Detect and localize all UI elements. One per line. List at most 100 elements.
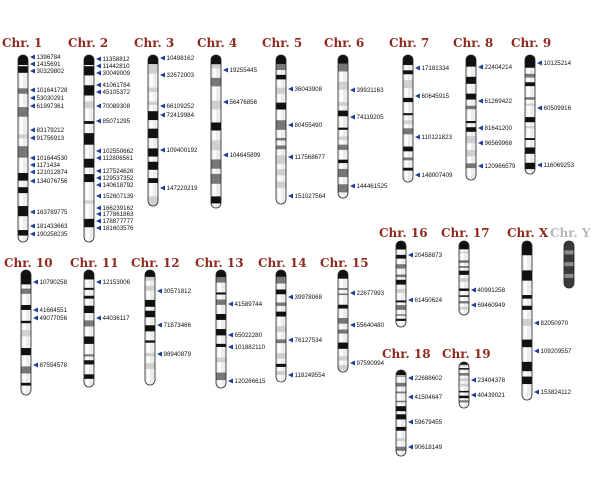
locus-marker: 69460949: [471, 302, 506, 309]
locus-marker: 74119205: [350, 114, 384, 121]
locus-label: 120966579: [485, 163, 517, 170]
locus-marker: 72419984: [160, 112, 195, 119]
locus-label: 65022280: [235, 332, 263, 339]
arrow-left-icon: [160, 72, 165, 78]
locus-label: 110121823: [422, 134, 453, 141]
arrow-left-icon: [478, 98, 483, 104]
chromosome-body: [338, 270, 348, 372]
locus-label: 109400192: [167, 147, 199, 154]
locus-label: 71873466: [164, 322, 192, 329]
locus-label: 153824112: [541, 389, 572, 396]
locus-marker: 85071295: [96, 118, 131, 125]
arrow-left-icon: [160, 103, 165, 109]
arrow-left-icon: [350, 360, 355, 366]
locus-marker: 56476856: [223, 99, 258, 106]
arrow-left-icon: [350, 87, 355, 93]
chromosome-body: [459, 241, 469, 315]
locus-marker: 181433663: [30, 223, 68, 230]
arrow-left-icon: [288, 122, 293, 128]
chromosome-title: Chr. 11: [70, 256, 119, 270]
locus-label: 49077056: [40, 315, 68, 322]
chromosome-title: Chr. 1: [2, 36, 42, 50]
arrow-left-icon: [223, 152, 228, 158]
arrow-left-icon: [96, 218, 101, 224]
locus-marker: 61269422: [478, 98, 513, 105]
locus-marker: 23404378: [471, 377, 506, 384]
arrow-left-icon: [537, 60, 542, 66]
locus-marker: 87554578: [33, 362, 68, 369]
arrow-left-icon: [408, 375, 413, 381]
locus-marker: 110121823: [415, 134, 453, 141]
chromosome-title: Chr. 3: [134, 36, 174, 50]
chromosome-body: [525, 55, 535, 174]
locus-label: 140618792: [103, 182, 135, 189]
locus-label: 91756913: [37, 135, 65, 142]
locus-label: 40991258: [478, 287, 506, 294]
chromosome-body: [564, 241, 574, 288]
chromosome-body: [338, 55, 348, 198]
locus-label: 59679455: [415, 419, 443, 426]
locus-label: 60645915: [422, 93, 450, 100]
locus-marker: 30571812: [157, 288, 192, 295]
locus-marker: 10125214: [537, 60, 572, 67]
locus-marker: 120966579: [478, 163, 516, 170]
arrow-left-icon: [33, 279, 38, 285]
arrow-left-icon: [30, 135, 35, 141]
arrow-left-icon: [157, 351, 162, 357]
locus-marker: 60509916: [537, 105, 572, 112]
locus-label: 10498162: [167, 55, 195, 62]
arrow-left-icon: [478, 64, 483, 70]
chromosome-body: [396, 370, 406, 456]
locus-marker: 112806561: [96, 155, 134, 162]
arrow-left-icon: [288, 337, 293, 343]
locus-marker: 151027564: [288, 193, 326, 200]
locus-marker: 36043908: [288, 86, 323, 93]
locus-marker: 22404214: [478, 64, 513, 71]
arrow-left-icon: [534, 389, 539, 395]
locus-marker: 10498162: [160, 55, 195, 62]
chromosome-title: Chr. 4: [197, 36, 237, 50]
arrow-left-icon: [288, 372, 293, 378]
locus-marker: 101644530: [30, 155, 68, 162]
arrow-left-icon: [30, 223, 35, 229]
chromosome-title: Chr. 9: [511, 36, 551, 50]
arrow-left-icon: [415, 65, 420, 71]
arrow-left-icon: [96, 103, 101, 109]
locus-marker: 90618149: [408, 444, 443, 451]
locus-label: 97590994: [357, 360, 385, 367]
locus-label: 60509916: [544, 105, 572, 112]
locus-marker: 96569968: [478, 140, 513, 147]
arrow-left-icon: [96, 82, 101, 88]
locus-label: 39978068: [295, 294, 323, 301]
chromosome-body: [148, 55, 158, 206]
arrow-left-icon: [408, 252, 413, 258]
locus-label: 109209557: [541, 348, 573, 355]
locus-label: 70089308: [103, 103, 131, 110]
arrow-left-icon: [30, 95, 35, 101]
locus-marker: 121012874: [30, 169, 68, 176]
arrow-left-icon: [288, 294, 293, 300]
locus-label: 30049009: [103, 70, 131, 77]
locus-marker: 44036117: [96, 315, 130, 322]
arrow-left-icon: [96, 205, 101, 211]
locus-marker: 152607139: [96, 193, 134, 200]
locus-label: 17181334: [422, 65, 450, 72]
arrow-left-icon: [96, 155, 101, 161]
locus-marker: 61450624: [408, 297, 443, 304]
arrow-left-icon: [228, 344, 233, 350]
locus-marker: 11358812: [96, 56, 130, 63]
chromosome-1: Chr. 11396784141569130329802101641728530…: [2, 36, 69, 243]
arrow-left-icon: [30, 103, 35, 109]
locus-label: 127524626: [103, 168, 135, 175]
locus-label: 11442810: [103, 63, 131, 70]
locus-label: 163789775: [37, 209, 69, 216]
chromosome-body: [403, 55, 413, 182]
arrow-left-icon: [415, 93, 420, 99]
